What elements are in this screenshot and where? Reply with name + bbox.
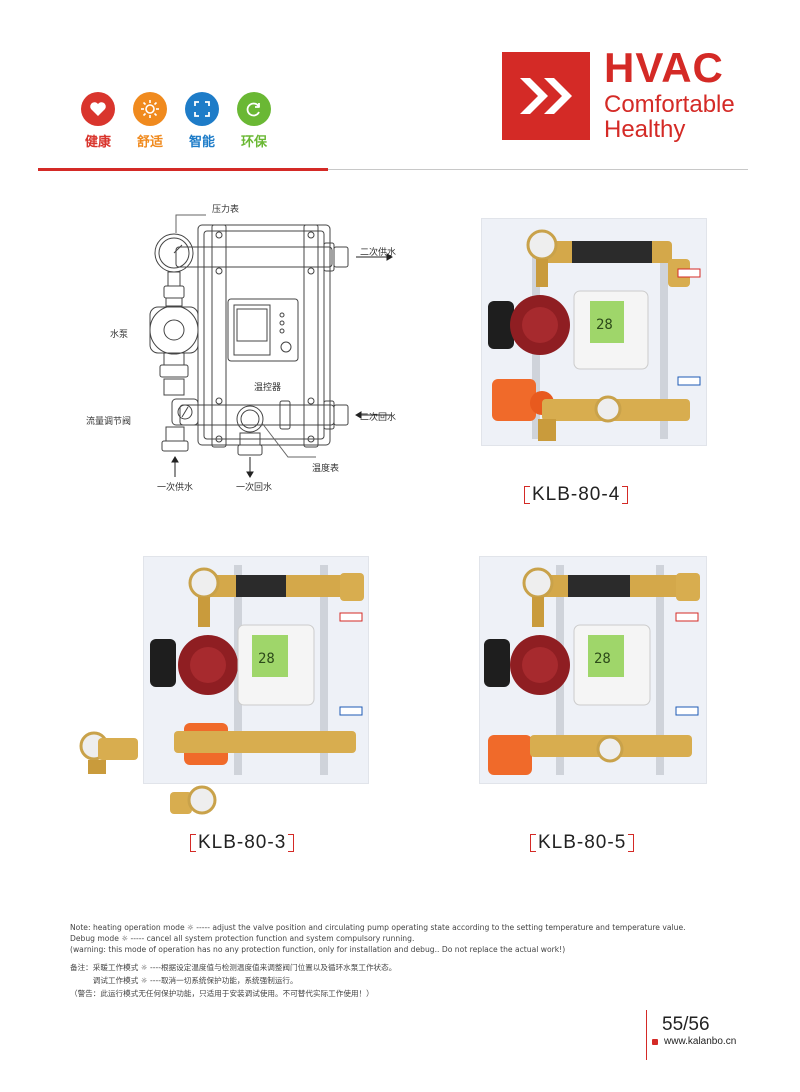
label-pressure-gauge: 压力表 [212,205,240,215]
page-number: 55/56 [662,1014,710,1035]
model-label-klb-80-3: KLB-80-3 [190,832,295,854]
category-label: 智能 [188,135,215,150]
brand-title: HVAC [604,44,724,91]
sun-icon [133,92,167,126]
note-cn-1: 备注：采暖工作模式 ☼ ----根据设定温度值与检测温度值来调整阀门位置以及循环… [70,963,397,972]
category-comfort: 舒适 [128,92,172,150]
schematic-diagram [149,214,393,478]
bottom-thermometer-fitting [170,785,217,815]
note-en-2: Debug mode ☼ ----- cancel all system pro… [70,934,415,943]
label-flow-valve: 流量调节阀 [86,417,132,427]
brand-tagline-2: Healthy [604,116,686,143]
note-cn-2: 调试工作模式 ☼ ----取消一切系统保护功能，系统强制运行。 [70,976,298,985]
note-en-3: (warning: this mode of operation has no … [70,945,566,954]
category-label: 环保 [240,135,267,150]
controller-display: 28 [594,651,611,667]
category-smart: 智能 [180,92,224,150]
brand-tagline-1: Comfortable [604,91,735,118]
label-secondary-supply: 二次供水 [360,248,397,258]
model-label-klb-80-4: KLB-80-4 [524,484,629,506]
label-pump: 水泵 [110,330,129,340]
controller-display: 28 [258,651,275,667]
header-divider-red [38,168,328,171]
category-label: 健康 [84,135,111,150]
label-primary-supply: 一次供水 [157,483,194,493]
label-primary-return: 一次回水 [236,483,273,493]
brand-logo [502,52,590,140]
label-thermometer: 温度表 [312,464,340,474]
note-en-1: Note: heating operation mode ☼ ----- adj… [70,923,686,932]
side-thermometer-fitting [79,731,138,774]
bullet-icon [652,1039,658,1045]
controller-display: 28 [596,317,613,333]
category-label: 舒适 [136,135,163,150]
product-image-klb-80-3: 28 [143,556,369,784]
product-image-klb-80-4: 28 [481,218,707,446]
model-label-klb-80-5: KLB-80-5 [530,832,635,854]
header-divider-grey [328,169,748,170]
recycle-icon [237,92,271,126]
website-link[interactable]: www.kalanbo.cn [664,1036,737,1047]
double-chevron-icon [520,78,572,114]
product-image-klb-80-5: 28 [479,556,707,784]
category-health: 健康 [76,92,120,150]
heart-icon [81,92,115,126]
footer-accent-bar [646,1010,647,1060]
label-thermostat: 温控器 [254,383,282,393]
focus-frame-icon [185,92,219,126]
category-eco: 环保 [232,92,276,150]
note-cn-3: （警告：此运行模式无任何保护功能，只适用于安装调试使用。不可替代实际工作使用！） [70,989,374,998]
label-secondary-return: 二次回水 [360,413,397,423]
